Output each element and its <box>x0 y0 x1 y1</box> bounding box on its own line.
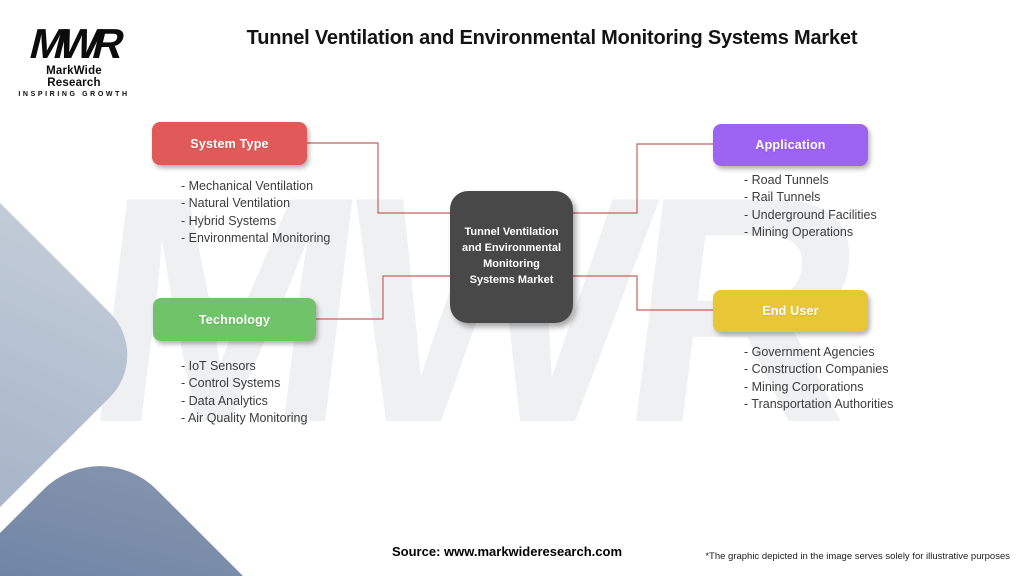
markwide-research-logo: MWR MarkWide Research INSPIRING GROWTH <box>18 20 130 98</box>
list-item: - Government Agencies <box>744 345 875 359</box>
list-item: - Construction Companies <box>744 362 889 377</box>
connector-end-user <box>573 275 713 311</box>
branch-box-technology: Technology <box>153 298 316 341</box>
branch-box-system-type: System Type <box>152 122 307 165</box>
list-item: - Rail Tunnels <box>744 190 821 205</box>
branch-list-system-type: - Mechanical Ventilation - Natural Ventil… <box>181 178 330 248</box>
logo-name: MarkWide Research <box>46 65 102 89</box>
center-node-market: Tunnel Ventilation and Environmental Mon… <box>450 191 573 323</box>
list-item: - Road Tunnels <box>744 173 829 187</box>
list-item: - Transportation Authorities <box>744 397 894 412</box>
connector-application <box>573 143 713 214</box>
list-item: - Environmental Monitoring <box>181 231 331 246</box>
list-item: - Natural Ventilation <box>181 196 291 211</box>
connector-system-type <box>307 142 450 214</box>
list-item: - Mining Corporations <box>744 379 864 394</box>
list-item: - Data Analytics <box>181 393 268 408</box>
logo-acronym: MWR <box>24 20 124 67</box>
branch-box-end-user: End User <box>713 290 868 332</box>
branch-list-end-user: - Government Agencies - Construction Comp… <box>744 344 893 414</box>
list-item: - Mechanical Ventilation <box>181 179 314 193</box>
list-item: - Control Systems <box>181 376 281 391</box>
source-text: Source: www.markwideresearch.com <box>392 544 623 559</box>
connector-technology <box>316 275 450 320</box>
disclaimer-text: *The graphic depicted in the image serve… <box>705 551 1010 562</box>
logo-tagline: INSPIRING GROWTH <box>18 91 130 98</box>
list-item: - Hybrid Systems <box>181 213 277 228</box>
page-title: Tunnel Ventilation and Environmental Mon… <box>246 27 858 49</box>
list-item: - Underground Facilities <box>744 207 877 222</box>
list-item: - Mining Operations <box>744 225 854 240</box>
list-item: - IoT Sensors <box>181 359 256 373</box>
list-item: - Air Quality Monitoring <box>181 411 308 426</box>
branch-list-application: - Road Tunnels - Rail Tunnels - Undergroun… <box>744 172 877 242</box>
branch-box-application: Application <box>713 124 868 166</box>
branch-list-technology: - IoT Sensors - Control Systems - Data Ana… <box>181 358 307 428</box>
